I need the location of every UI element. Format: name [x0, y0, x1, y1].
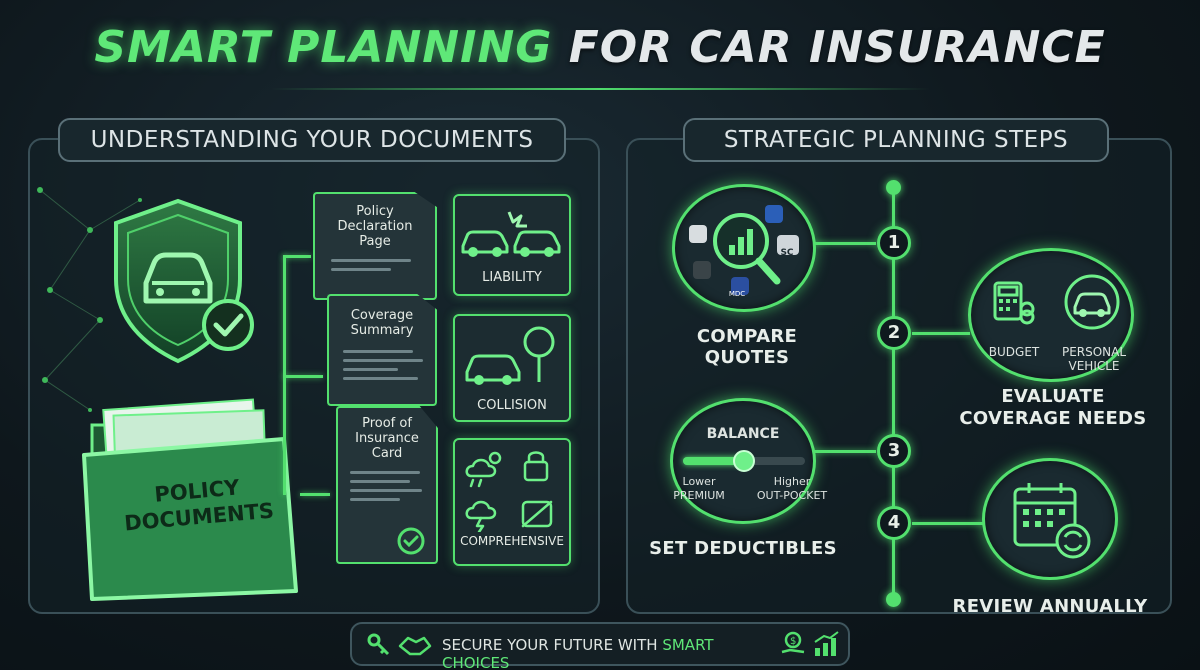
title-highlight: SMART PLANNING [94, 22, 553, 73]
doc-title: Proof of Insurance Card [355, 416, 419, 461]
car-crash-icon [461, 211, 561, 257]
coverage-liability[interactable]: LIABILITY [453, 194, 571, 296]
step-number-3: 3 [877, 434, 911, 468]
balance-label: BALANCE [706, 426, 780, 442]
money-hand-icon: $ [781, 631, 805, 654]
logo-sc: SC [780, 248, 794, 258]
branch-step4 [912, 522, 984, 525]
step-number-1: 1 [877, 226, 911, 260]
folder-icon [82, 398, 298, 601]
step-label: SET DEDUCTIBLES [649, 538, 837, 559]
budget-label: BUDGET [988, 345, 1040, 359]
footer-banner: SECURE YOUR FUTURE WITH SMART CHOICES $ [350, 622, 850, 670]
coverage-label: COMPREHENSIVE [460, 534, 564, 548]
deductible-slider[interactable] [683, 450, 805, 472]
personal-vehicle-label: PERSONAL VEHICLE [1061, 345, 1127, 373]
doc-coverage-summary[interactable]: Coverage Summary [327, 294, 437, 406]
footer-text: SECURE YOUR FUTURE WITH SMART CHOICES [442, 636, 772, 670]
handshake-icon [398, 636, 432, 656]
timeline-start-dot [886, 180, 901, 195]
logo-mdc: MDC [728, 290, 746, 298]
title-rest: FOR CAR INSURANCE [568, 22, 1106, 73]
doc-title: Coverage Summary [350, 308, 414, 338]
higher-out-pocket-label: Higher OUT-POCKET [756, 475, 828, 502]
network-decoration [37, 187, 142, 412]
timeline-line [892, 186, 895, 600]
vehicle-icon [1064, 274, 1120, 330]
calendar-refresh-icon [1013, 483, 1091, 559]
coverage-label: LIABILITY [482, 270, 542, 285]
branch-step1 [812, 242, 876, 245]
branch-step2 [912, 332, 970, 335]
step-set-deductibles[interactable]: BALANCE Lower PREMIUM Higher OUT-POCKET [670, 398, 827, 524]
connector-doc1 [283, 255, 311, 258]
calculator-icon [993, 281, 1035, 325]
verified-check-icon [397, 527, 425, 555]
magnifier-chart-icon [689, 205, 799, 295]
coverage-comprehensive[interactable]: COMPREHENSIVE [453, 438, 571, 566]
step-review-annually[interactable] [982, 458, 1118, 580]
step-number-2: 2 [877, 316, 911, 350]
coverage-collision[interactable]: COLLISION [453, 314, 571, 422]
connector-doc3 [300, 493, 330, 496]
documents-panel-heading: UNDERSTANDING YOUR DOCUMENTS [58, 118, 566, 162]
coverage-label: COLLISION [477, 398, 547, 413]
page-title: SMART PLANNING FOR CAR INSURANCE [0, 22, 1200, 73]
weather-lock-icon [465, 451, 553, 532]
planning-panel-heading: STRATEGIC PLANNING STEPS [683, 118, 1109, 162]
svg-text:$: $ [790, 636, 796, 647]
step-compare-quotes[interactable] [672, 184, 816, 312]
doc-policy-declaration[interactable]: Policy Declaration Page [313, 192, 437, 300]
footer-highlight: SMART CHOICES [442, 636, 714, 670]
step-label: REVIEW ANNUALLY [952, 596, 1148, 617]
doc-title: Policy Declaration Page [337, 204, 413, 249]
connector-doc2 [283, 375, 323, 378]
footer-message: SECURE YOUR FUTURE WITH [442, 636, 658, 654]
step-evaluate-coverage[interactable]: BUDGET PERSONAL VEHICLE [968, 248, 1134, 382]
lower-premium-label: Lower PREMIUM [673, 475, 725, 502]
growth-chart-icon [814, 631, 839, 656]
step-label: EVALUATE COVERAGE NEEDS [959, 386, 1147, 429]
key-icon [367, 633, 390, 656]
shield-car-icon [114, 198, 254, 364]
title-underline [270, 88, 930, 90]
step-number-4: 4 [877, 506, 911, 540]
slider-handle[interactable] [733, 450, 755, 472]
branch-step3 [814, 450, 876, 453]
step-label: COMPARE QUOTES [696, 326, 798, 368]
car-tree-icon [465, 326, 555, 385]
timeline-end-dot [886, 592, 901, 607]
